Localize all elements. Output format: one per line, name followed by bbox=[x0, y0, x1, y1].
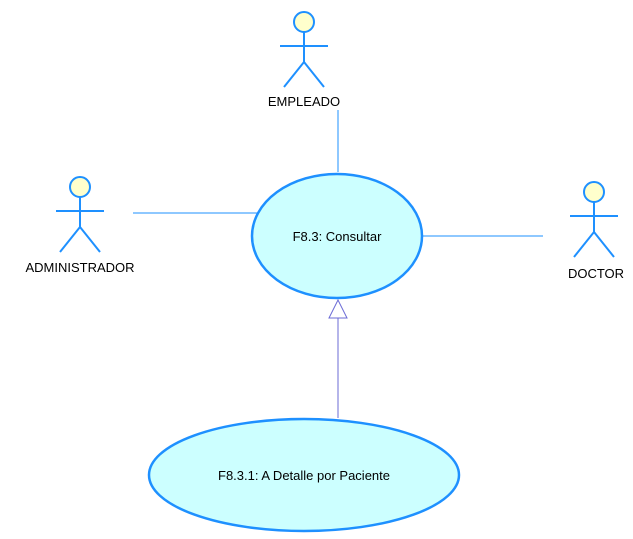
use-case-detalle-por-paciente[interactable]: F8.3.1: A Detalle por Paciente bbox=[147, 417, 461, 533]
use-case-label: F8.3: Consultar bbox=[293, 229, 383, 244]
actor-empleado[interactable]: EMPLEADO bbox=[268, 11, 340, 109]
use-case-consultar[interactable]: F8.3: Consultar bbox=[250, 172, 424, 300]
actor-label: ADMINISTRADOR bbox=[25, 260, 134, 275]
actor-administrador[interactable]: ADMINISTRADOR bbox=[25, 176, 135, 275]
use-case-ellipse bbox=[147, 417, 461, 533]
use-case-label: F8.3.1: A Detalle por Paciente bbox=[218, 468, 390, 483]
stick-figure-icon bbox=[280, 11, 328, 88]
stick-figure-icon bbox=[570, 181, 618, 258]
actor-label: DOCTOR bbox=[568, 266, 624, 281]
actor-label: EMPLEADO bbox=[268, 94, 340, 109]
actor-doctor[interactable]: DOCTOR bbox=[568, 181, 624, 281]
generalization-arrowhead bbox=[328, 298, 348, 319]
use-case-ellipse bbox=[250, 172, 424, 300]
generalization-detalle-consultar[interactable] bbox=[328, 298, 348, 418]
stick-figure-icon bbox=[56, 176, 104, 253]
